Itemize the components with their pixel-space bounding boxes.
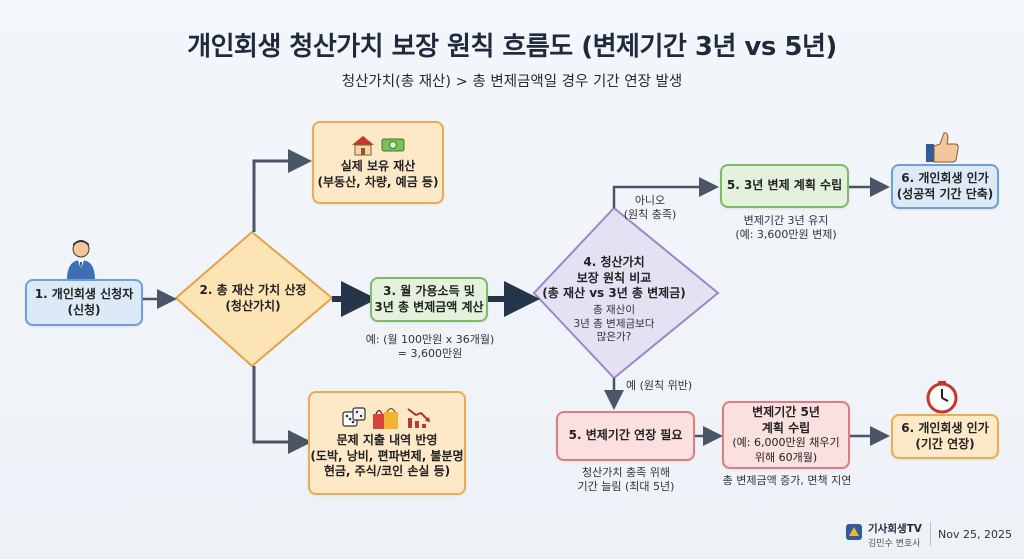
problem-spending-label: 문제 지출 내역 반영 xyxy=(336,433,438,448)
dice-icon xyxy=(342,407,366,427)
house-icon xyxy=(352,136,374,156)
money-icon xyxy=(381,138,405,152)
assets-calc-label: 2. 총 재산 가치 산정 xyxy=(199,283,307,297)
yes-branch-label: 예 (원칙 위반) xyxy=(626,379,693,392)
assets-calc-diamond xyxy=(174,230,334,368)
compare-detail: (총 재산 vs 3년 총 변제금) xyxy=(542,286,686,301)
node-compare: 4. 청산가치 보장 원칙 비교 (총 재산 vs 3년 총 변제금) xyxy=(540,255,688,302)
no-branch-label: 아니오 (원칙 충족) xyxy=(618,194,682,223)
problem-spending-sublabel-1: (도박, 낭비, 편파변제, 불분명 xyxy=(310,448,464,463)
extend-note: 청산가치 충족 위해 기간 늘림 (최대 5년) xyxy=(552,466,700,495)
node-real-assets: 실제 보유 재산 (부동산, 차량, 예금 등) xyxy=(312,121,444,204)
compare-label: 4. 청산가치 xyxy=(583,255,645,269)
page-subtitle: 청산가치(총 재산) > 총 변제금액일 경우 기간 연장 발생 xyxy=(341,74,683,90)
problem-spending-sublabel-2: 현금, 주식/코인 손실 등) xyxy=(323,464,451,479)
plan-5yr-detail-1: (예: 6,000만원 채우기 xyxy=(732,436,840,450)
footer-brand: 기사회생TV xyxy=(868,523,922,535)
node-extend-needed: 5. 변제기간 연장 필요 xyxy=(556,411,695,461)
applicant-label: 1. 개인회생 신청자 xyxy=(34,286,134,301)
footer-author: 김민수 변호사 xyxy=(868,539,921,549)
plan-5yr-label: 변제기간 5년 xyxy=(752,405,820,420)
income-example-line2: = 3,600만원 xyxy=(397,347,463,361)
footer-divider xyxy=(930,522,931,546)
plan-3yr-label: 5. 3년 변제 계획 수립 xyxy=(726,178,843,193)
approve-short-sublabel: (성공적 기간 단축) xyxy=(896,186,994,201)
approve-extend-label: 6. 개인회생 인가 xyxy=(901,420,989,435)
person-icon xyxy=(67,240,95,280)
extend-needed-label: 5. 변제기간 연장 필요 xyxy=(568,428,683,443)
income-example-line1: 예: (월 100만원 x 36개월) xyxy=(365,333,495,346)
arrow-assets-to-real xyxy=(252,149,312,232)
applicant-sublabel: (신청) xyxy=(67,302,101,317)
plan-3yr-note-line2: (예: 3,600만원 변제) xyxy=(735,228,837,242)
plan-5yr-detail-2: 위해 60개월) xyxy=(754,450,818,464)
assets-calc-sublabel: (청산가치) xyxy=(225,298,281,313)
compare-question-line2: 3년 총 변제금보다 xyxy=(573,317,655,330)
node-plan-3yr: 5. 3년 변제 계획 수립 xyxy=(720,164,849,208)
real-assets-sublabel: (부동산, 차량, 예금 등) xyxy=(317,175,439,189)
node-problem-spending: 문제 지출 내역 반영 (도박, 낭비, 편파변제, 불분명 현금, 주식/코인… xyxy=(308,391,466,495)
node-approve-short: 6. 개인회생 인가 (성공적 기간 단축) xyxy=(891,164,999,209)
compare-question-line3: 많은가? xyxy=(596,331,632,344)
compare-sublabel: 보장 원칙 비교 xyxy=(576,270,652,285)
clock-icon xyxy=(926,381,958,414)
plan-3yr-note: 변제기간 3년 유지 (예: 3,600만원 변제) xyxy=(724,214,848,243)
shopping-bags-icon xyxy=(373,407,398,430)
thumbs-up-icon xyxy=(926,132,959,163)
node-approve-extend: 6. 개인회생 인가 (기간 연장) xyxy=(891,414,999,459)
footer-date: Nov 25, 2025 xyxy=(938,528,1012,541)
compare-question-line1: 총 재산이 xyxy=(593,304,635,316)
plan-3yr-note-line1: 변제기간 3년 유지 xyxy=(743,214,829,227)
node-plan-5yr: 변제기간 5년 계획 수립 (예: 6,000만원 채우기 위해 60개월) xyxy=(722,401,850,469)
compare-question: 총 재산이 3년 총 변제금보다 많은가? xyxy=(554,304,674,345)
income-calc-label: 3. 월 가용소득 및 xyxy=(383,283,475,298)
income-example-note: 예: (월 100만원 x 36개월) = 3,600만원 xyxy=(363,333,497,362)
node-applicant: 1. 개인회생 신청자 (신청) xyxy=(25,279,143,326)
extend-note-line2: 기간 늘림 (최대 5년) xyxy=(577,480,675,494)
down-chart-icon xyxy=(407,408,430,429)
node-assets-calc: 2. 총 재산 가치 산정 (청산가치) xyxy=(190,283,316,314)
extend-note-line1: 청산가치 충족 위해 xyxy=(582,466,670,479)
node-income-calc: 3. 월 가용소득 및 3년 총 변제금액 계산 xyxy=(370,277,488,322)
brand-logo-icon xyxy=(846,524,862,540)
arrow-assets-to-problem xyxy=(252,366,312,454)
arrow-compare-to-plan3 xyxy=(612,177,719,208)
plan-5yr-note: 총 변제금액 증가, 면책 지연 xyxy=(722,474,852,487)
plan-5yr-sublabel: 계획 수립 xyxy=(761,420,811,435)
real-assets-label: 실제 보유 재산 xyxy=(340,159,416,174)
income-calc-sublabel: 3년 총 변제금액 계산 xyxy=(374,299,484,314)
approve-short-label: 6. 개인회생 인가 xyxy=(901,170,989,185)
no-label: 아니오 xyxy=(634,194,666,207)
approve-extend-sublabel: (기간 연장) xyxy=(915,436,975,451)
no-sublabel: (원칙 충족) xyxy=(623,208,677,222)
page-title: 개인회생 청산가치 보장 원칙 흐름도 (변제기간 3년 vs 5년) xyxy=(187,32,837,62)
